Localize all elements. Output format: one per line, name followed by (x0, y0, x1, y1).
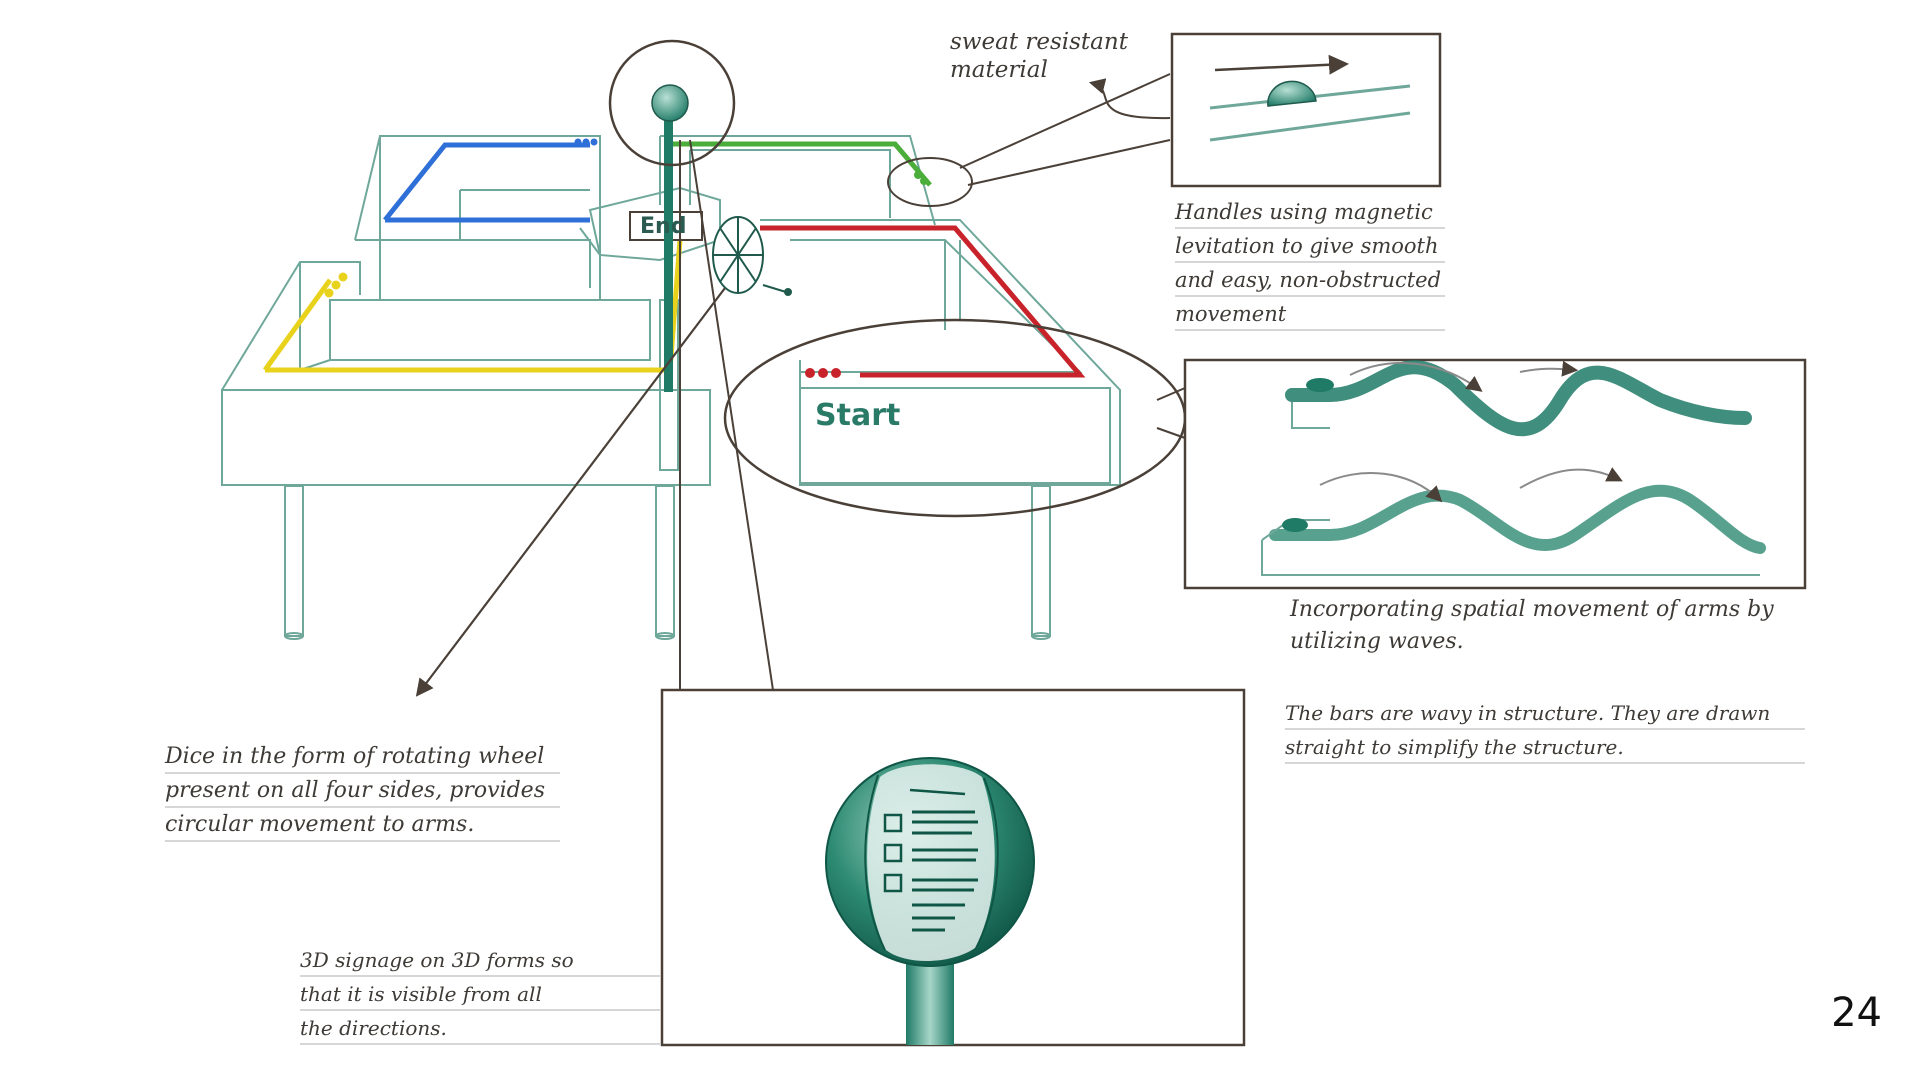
track-blue (385, 139, 598, 221)
magnetic-detail-box (1172, 34, 1440, 186)
dice-arrow (418, 288, 725, 694)
track-yellow (265, 240, 680, 370)
page-number: 24 (1831, 990, 1882, 1036)
waves-note: Incorporating spatial movement of arms b… (1290, 594, 1774, 658)
signage-detail-box (662, 690, 1244, 1045)
end-label: End (640, 214, 686, 239)
sweat-arrow (1092, 83, 1170, 118)
bars-note: The bars are wavy in structure. They are… (1285, 696, 1805, 764)
start-label: Start (815, 398, 900, 433)
callout-lines (680, 74, 1185, 690)
sweat-resistant-note: sweat resistant material (950, 28, 1128, 84)
magnetic-handles-note: Handles using magnetic levitation to giv… (1175, 195, 1445, 331)
track-red (760, 228, 1080, 378)
signage-note: 3D signage on 3D forms so that it is vis… (300, 943, 660, 1045)
dice-note: Dice in the form of rotating wheel prese… (165, 740, 560, 842)
waves-detail-box (1185, 360, 1805, 588)
